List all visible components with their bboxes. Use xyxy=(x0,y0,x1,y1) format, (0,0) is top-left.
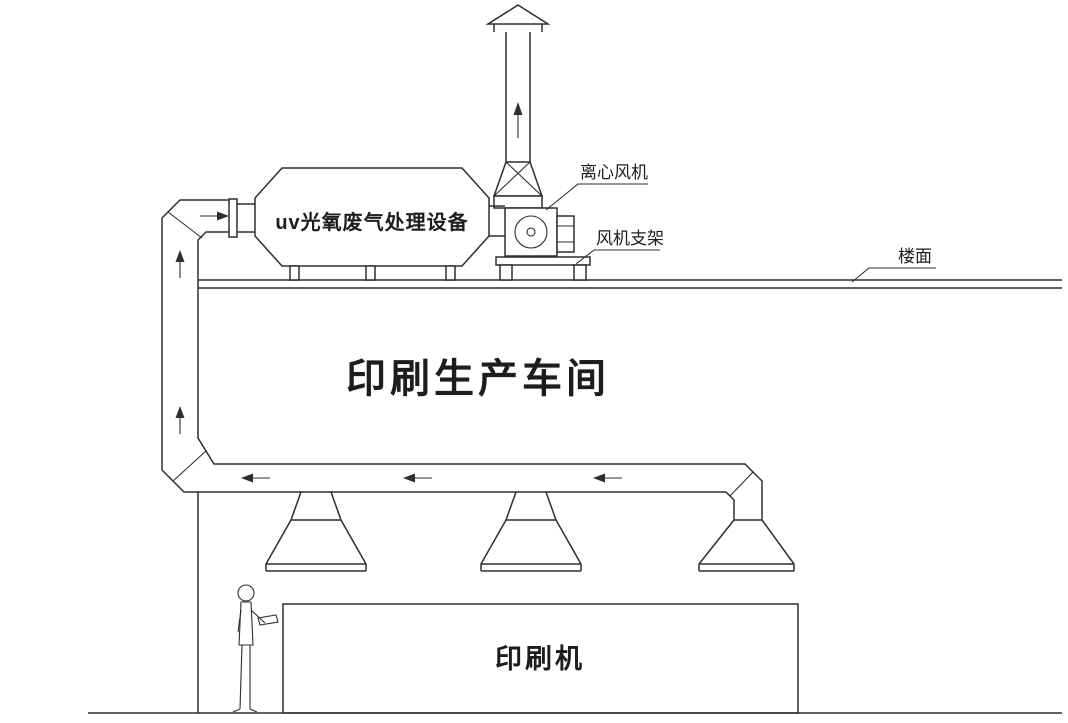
roof-line xyxy=(198,279,1062,289)
exhaust-stack xyxy=(505,32,531,162)
worker-figure xyxy=(232,584,279,713)
fan-bracket-label: 风机支架 xyxy=(596,229,664,248)
equipment-label: uv光氧废气处理设备 xyxy=(275,210,468,234)
flow-arrow-left-2-icon xyxy=(403,473,432,483)
roof-callout: 楼面 xyxy=(851,247,936,283)
fan-callout: 离心风机 xyxy=(545,163,648,211)
flow-arrow-up-riser-2-icon xyxy=(175,406,185,434)
workshop-label: 印刷生产车间 xyxy=(346,357,610,401)
flow-arrow-right-inlet-icon xyxy=(200,211,229,221)
flow-arrow-up-riser-1-icon xyxy=(175,250,185,278)
fan-bracket xyxy=(495,256,591,281)
exhaust-hood-2 xyxy=(480,491,582,572)
stack-transition xyxy=(492,161,544,197)
exhaust-hood-3 xyxy=(698,519,795,572)
flow-arrow-up-stack-icon xyxy=(513,102,523,138)
fan-bracket-callout: 风机支架 xyxy=(575,229,664,265)
duct-run xyxy=(161,199,763,520)
printer-label: 印刷机 xyxy=(495,644,585,674)
printing-machine: 印刷机 xyxy=(282,603,799,714)
roof-label: 楼面 xyxy=(898,247,932,266)
rain-cap-icon xyxy=(485,4,551,32)
uv-treatment-unit: uv光氧废气处理设备 xyxy=(228,167,505,281)
fan-label: 离心风机 xyxy=(580,163,648,182)
centrifugal-fan xyxy=(493,195,575,257)
exhaust-hood-1 xyxy=(265,491,367,572)
flow-arrow-left-1-icon xyxy=(241,473,270,483)
flow-arrow-left-3-icon xyxy=(593,473,622,483)
